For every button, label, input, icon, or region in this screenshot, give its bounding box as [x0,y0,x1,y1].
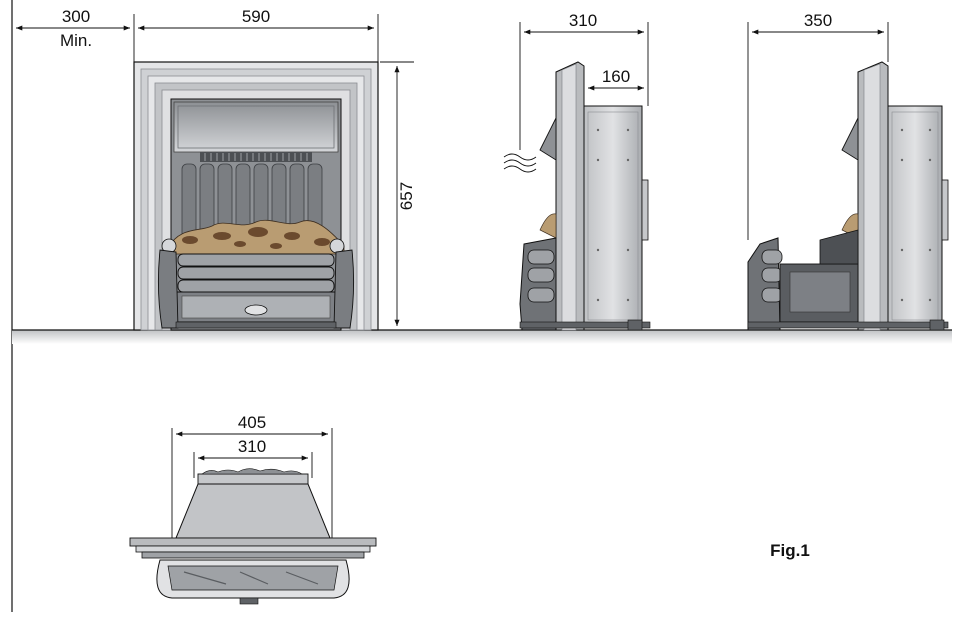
clearance-note-label: Min. [60,31,92,50]
side-view-wall [503,61,651,331]
side-view-basket-dimensions [747,22,889,240]
front-width-label: 590 [242,7,270,26]
top-view [129,428,377,605]
top-inner-label: 310 [238,437,266,456]
side-depth-with-basket-label: 350 [804,11,832,30]
clearance-label: 300 [62,7,90,26]
side-view-basket [747,61,949,331]
top-overall-label: 405 [238,413,266,432]
side-depth-label: 310 [569,11,597,30]
front-dimensions [16,14,414,326]
front-height-label: 657 [397,182,416,210]
side-inset-label: 160 [602,67,630,86]
floor-shade [12,330,952,344]
figure-label: Fig.1 [770,541,810,560]
front-view [133,61,379,331]
side-view-wall-dimensions [519,22,649,150]
